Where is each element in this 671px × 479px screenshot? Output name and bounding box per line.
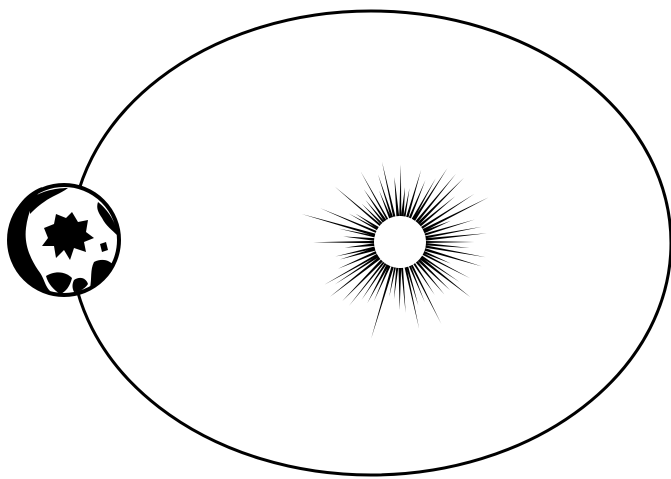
sun-ray <box>420 257 471 297</box>
sun-ray <box>401 268 406 313</box>
sun-ray <box>365 200 384 223</box>
sun-ray <box>399 268 402 310</box>
sun-ray <box>394 177 399 217</box>
sun-ray <box>302 214 376 236</box>
sun-ray <box>345 243 375 247</box>
sun-ray <box>409 266 425 303</box>
sun-core <box>376 218 424 266</box>
sun-ray <box>399 164 401 216</box>
sun-ray <box>401 187 405 216</box>
sun-ray <box>335 187 381 226</box>
sun-ray <box>320 208 376 233</box>
sun-ray <box>417 178 464 225</box>
sun-ray <box>426 241 474 243</box>
sun-ray <box>378 174 393 217</box>
sun-ray <box>426 233 487 240</box>
earth-icon <box>9 185 119 295</box>
planet-landmass <box>90 260 114 288</box>
sun-ray <box>343 237 374 241</box>
sun-ray <box>313 241 374 243</box>
sun-ray <box>415 174 455 223</box>
sun-ray <box>362 204 383 225</box>
sun-icon <box>302 162 489 339</box>
sun-ray <box>371 267 394 339</box>
